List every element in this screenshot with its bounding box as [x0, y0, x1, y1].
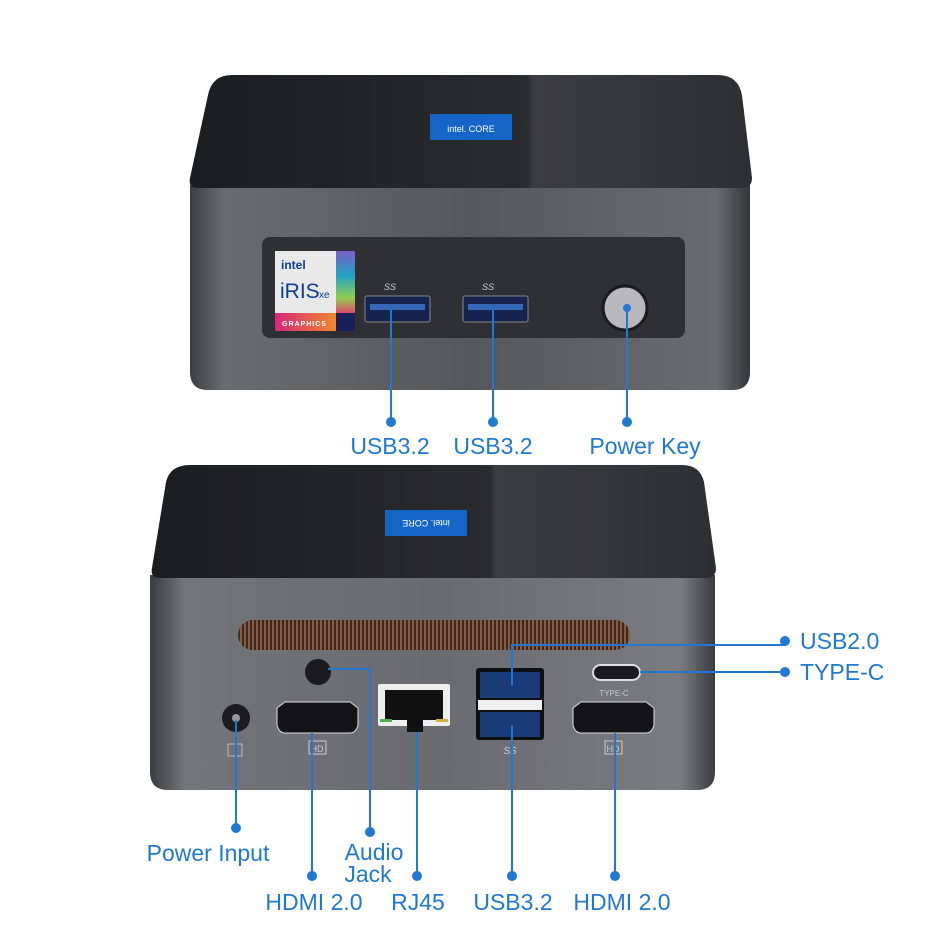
- sticker-product: iRIS: [280, 280, 320, 303]
- intel-core-badge-top: [385, 510, 467, 536]
- hd-mark: HD: [607, 744, 620, 754]
- hd-mark: HD: [311, 744, 324, 754]
- front-leader-lines: [390, 308, 628, 422]
- label-usb2: USB2.0: [800, 628, 879, 654]
- badge-text: intel. CORE: [402, 518, 450, 528]
- label-hdmi-right: HDMI 2.0: [573, 889, 670, 915]
- label-usb3-rear: USB3.2: [473, 889, 552, 915]
- usb2-port: [480, 672, 540, 698]
- front-device: intel. CORE intel iRIS xe GRAPHICS SS SS: [189, 75, 752, 390]
- hdmi-port-right: [572, 701, 655, 734]
- intel-iris-xe-sticker: intel iRIS xe GRAPHICS: [275, 251, 355, 331]
- type-c-port: [592, 664, 641, 681]
- label-usb3-left: USB3.2: [350, 433, 429, 459]
- label-audio-jack-line2: Jack: [344, 861, 392, 887]
- label-usb3-right: USB3.2: [453, 433, 532, 459]
- ss-logo: SS: [482, 282, 494, 292]
- rear-body: [150, 575, 715, 790]
- hdmi-port-left: [276, 701, 359, 734]
- sticker-brand: intel: [281, 258, 306, 272]
- label-power-input: Power Input: [147, 840, 270, 866]
- ss-logo: SS: [503, 746, 517, 757]
- label-rj45: RJ45: [391, 889, 445, 915]
- badge-text: intel. CORE: [447, 124, 495, 134]
- sticker-footer: GRAPHICS: [282, 321, 327, 328]
- label-hdmi-left: HDMI 2.0: [265, 889, 362, 915]
- audio-jack: [305, 659, 331, 685]
- label-power-key: Power Key: [589, 433, 701, 459]
- front-leader-dots: [386, 304, 632, 427]
- sticker-suffix: xe: [319, 290, 330, 301]
- intel-core-badge-top: [430, 114, 512, 140]
- label-audio-jack-line1: Audio: [345, 839, 404, 865]
- rear-device: intel. CORE HD SS TYPE-C HD: [150, 465, 716, 790]
- usb3-port: [480, 712, 540, 737]
- type-c-mark: TYPE-C: [599, 689, 629, 698]
- label-type-c: TYPE-C: [800, 659, 884, 685]
- rear-leader-dots: [231, 636, 790, 881]
- ss-logo: SS: [384, 282, 396, 292]
- vent-grille: [238, 620, 630, 650]
